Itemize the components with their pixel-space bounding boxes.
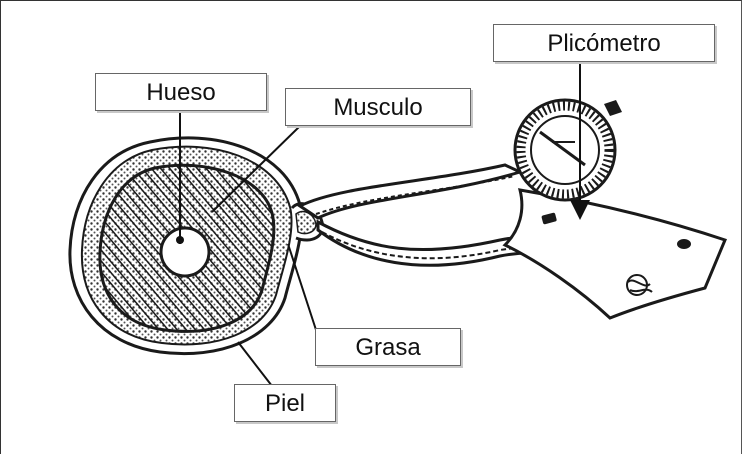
caliper-handle <box>505 190 725 318</box>
leader-hueso-dot <box>176 236 184 244</box>
label-grasa: Grasa <box>315 328 461 366</box>
label-musculo: Musculo <box>285 88 471 126</box>
label-hueso: Hueso <box>95 73 267 111</box>
bone-region <box>161 228 209 276</box>
caliper-rivet <box>677 239 691 249</box>
leader-piel <box>238 342 272 386</box>
caliper-dial-knob <box>604 100 622 116</box>
caliper-upper-arm <box>300 165 520 218</box>
label-plicometro: Plicómetro <box>493 24 715 62</box>
leader-grasa <box>288 244 318 336</box>
label-piel: Piel <box>234 384 336 422</box>
